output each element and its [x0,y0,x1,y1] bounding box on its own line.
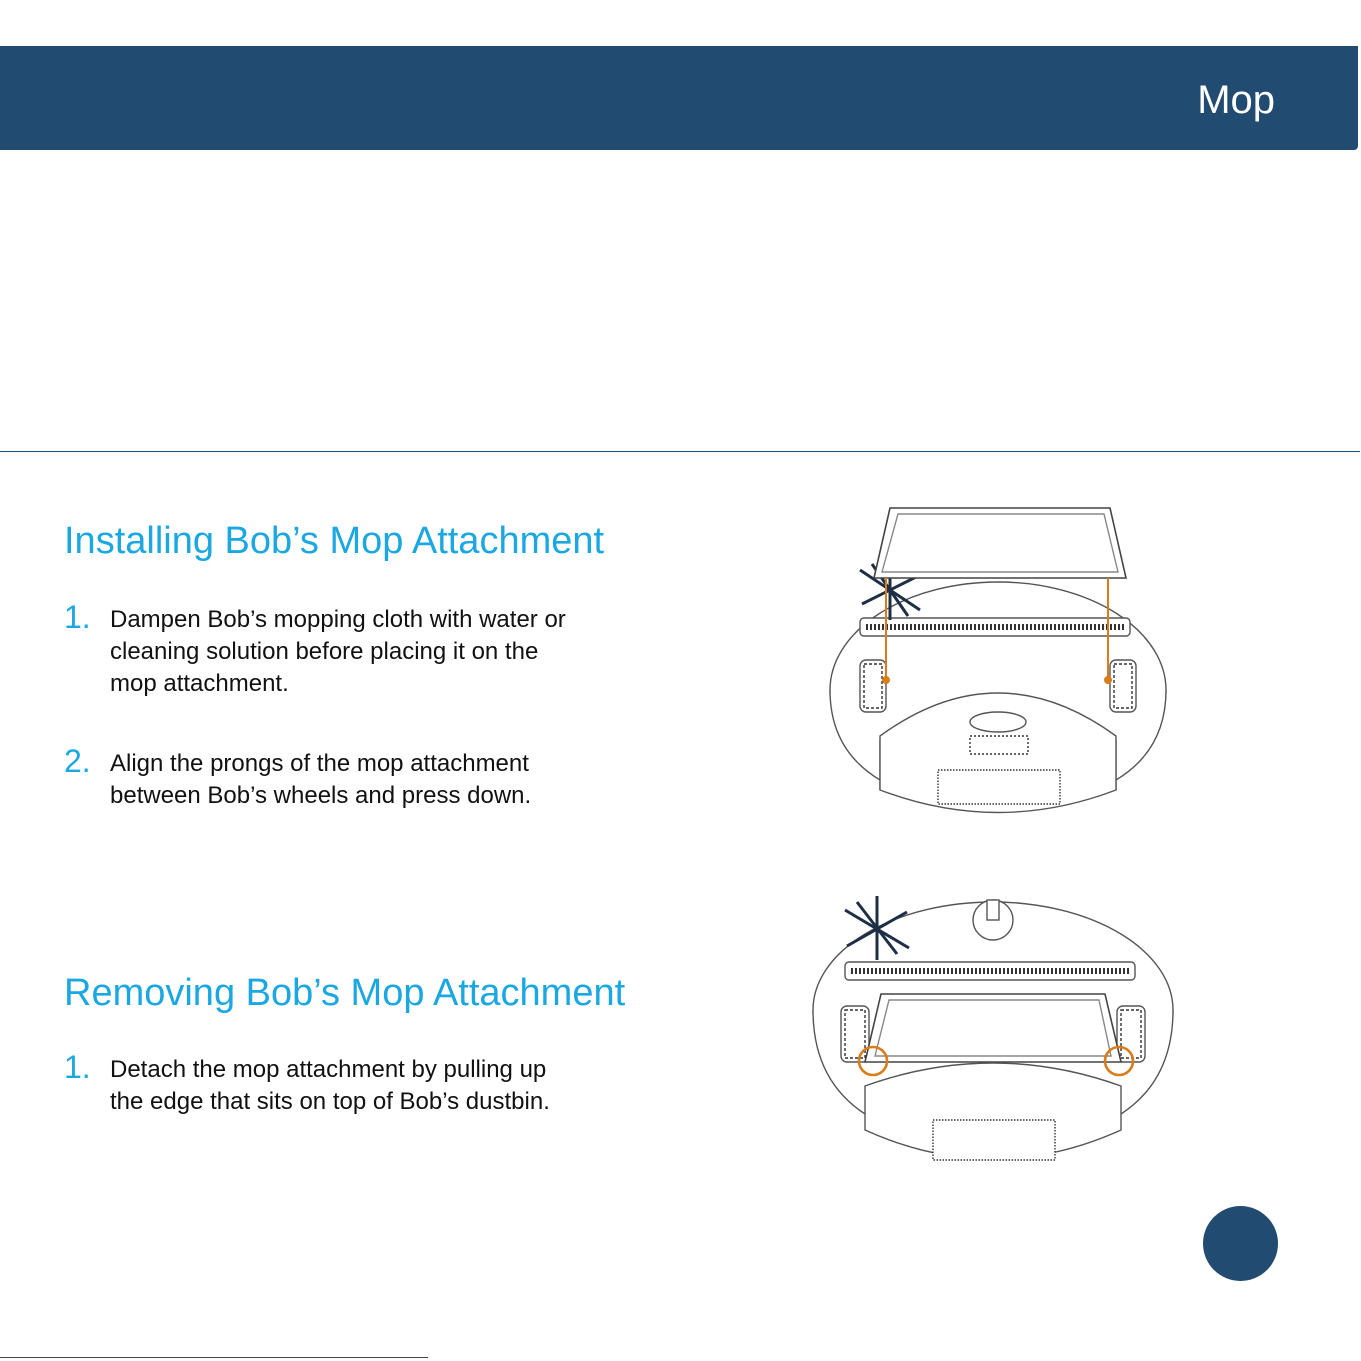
step-number: 1. [64,1049,91,1085]
page-number-dot [1203,1206,1278,1281]
install-step-1: 1. Dampen Bob’s mopping cloth with water… [64,599,664,700]
robot-vacuum-remove-illustration [812,896,1174,1161]
header-bar [0,46,1358,150]
robot-vacuum-install-illustration [829,507,1167,814]
footer-line [0,1357,428,1358]
remove-section-title: Removing Bob’s Mop Attachment [64,972,626,1014]
step-text: Detach the mop attachment by pulling up … [110,1056,550,1115]
step-text: Dampen Bob’s mopping cloth with water or… [110,606,566,697]
install-step-2: 2. Align the prongs of the mop attachmen… [64,743,664,812]
install-section-title: Installing Bob’s Mop Attachment [64,520,605,562]
remove-step-1: 1. Detach the mop attachment by pulling … [64,1049,664,1118]
step-text: Align the prongs of the mop attachment b… [110,750,532,809]
step-number: 1. [64,599,91,635]
step-number: 2. [64,743,91,779]
section-divider [0,451,1360,452]
page-title: Mop [1197,78,1275,122]
